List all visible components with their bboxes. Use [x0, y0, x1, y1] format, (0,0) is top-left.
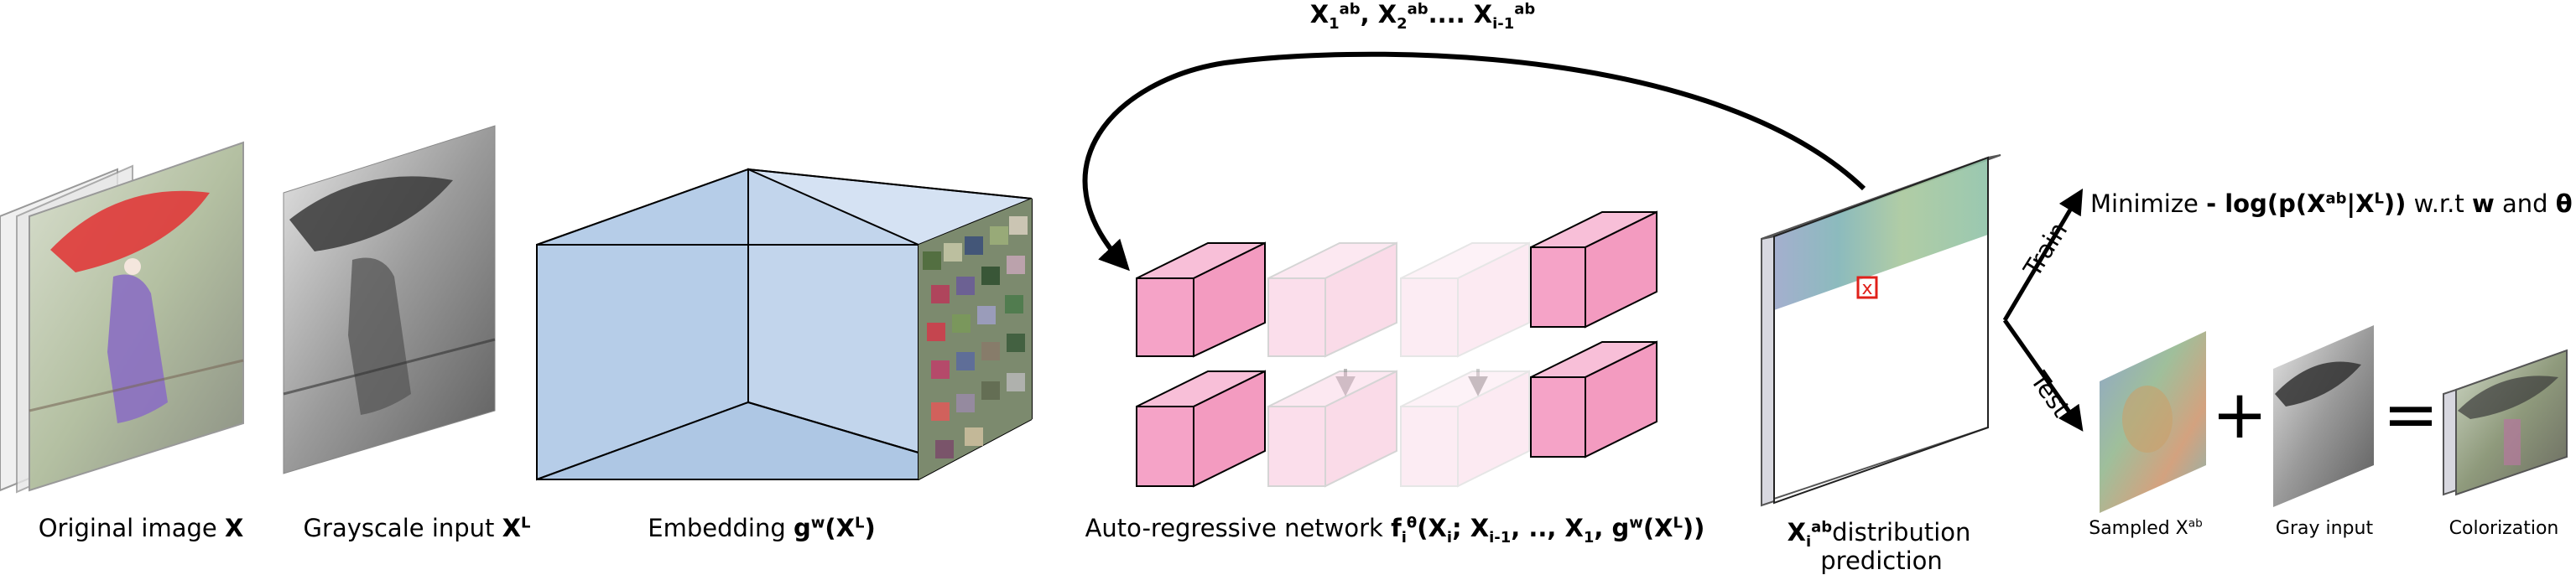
training-objective-label: Minimize - log(p(Xab|XL)) w.r.t w and θ — [2090, 189, 2573, 218]
sampled-ab-label: Sampled Xab — [2089, 516, 2203, 539]
sampled-ab-image — [2100, 331, 2206, 513]
feedback-arrow — [1082, 51, 1866, 272]
distribution-prediction-label-line1: Xiabdistribution — [1787, 518, 1971, 551]
cube-bottom-1 — [1136, 370, 1266, 488]
grayscale-input-label: Grayscale input XL — [303, 514, 531, 542]
colorization-label: Colorization — [2449, 518, 2559, 539]
embedding-box — [536, 168, 1033, 481]
autoregressive-network-label: Auto-regressive network fiθ(Xi; Xi-1, ..… — [1085, 514, 1705, 547]
distribution-prediction-slab — [1761, 154, 2001, 507]
gray-input-label: Gray input — [2275, 518, 2374, 539]
autoregressive-network — [1136, 210, 1657, 488]
equals-sign: = — [2382, 376, 2439, 453]
cube-top-3 — [1400, 241, 1530, 358]
cube-bottom-3 — [1400, 370, 1530, 488]
original-image-label: Original image X — [38, 514, 244, 542]
cube-bottom-2 — [1267, 370, 1397, 488]
parasol-shape — [50, 190, 210, 272]
cube-top-2 — [1267, 241, 1397, 358]
train-test-branch — [2002, 188, 2084, 432]
cube-top-4 — [1530, 210, 1657, 329]
cube-top-1 — [1136, 241, 1266, 358]
figure-shape — [107, 274, 168, 423]
embedding-label: Embedding gw(XL) — [648, 514, 876, 542]
plus-sign: + — [2211, 376, 2268, 453]
colorization-output-image — [2443, 349, 2568, 496]
grayscale-image-slab — [283, 125, 496, 474]
original-image-slab — [0, 141, 244, 494]
current-pixel-marker — [1856, 276, 1878, 299]
pixel-marker-label: x — [1861, 278, 1873, 299]
gray-parasol-shape — [289, 176, 453, 251]
cube-bottom-4 — [1530, 340, 1657, 458]
gray-input-image — [2273, 325, 2374, 507]
previous-outputs-label: X1ab, X2ab.... Xi-1ab — [1309, 0, 1536, 33]
distribution-prediction-label-line2: prediction — [1820, 547, 1943, 575]
